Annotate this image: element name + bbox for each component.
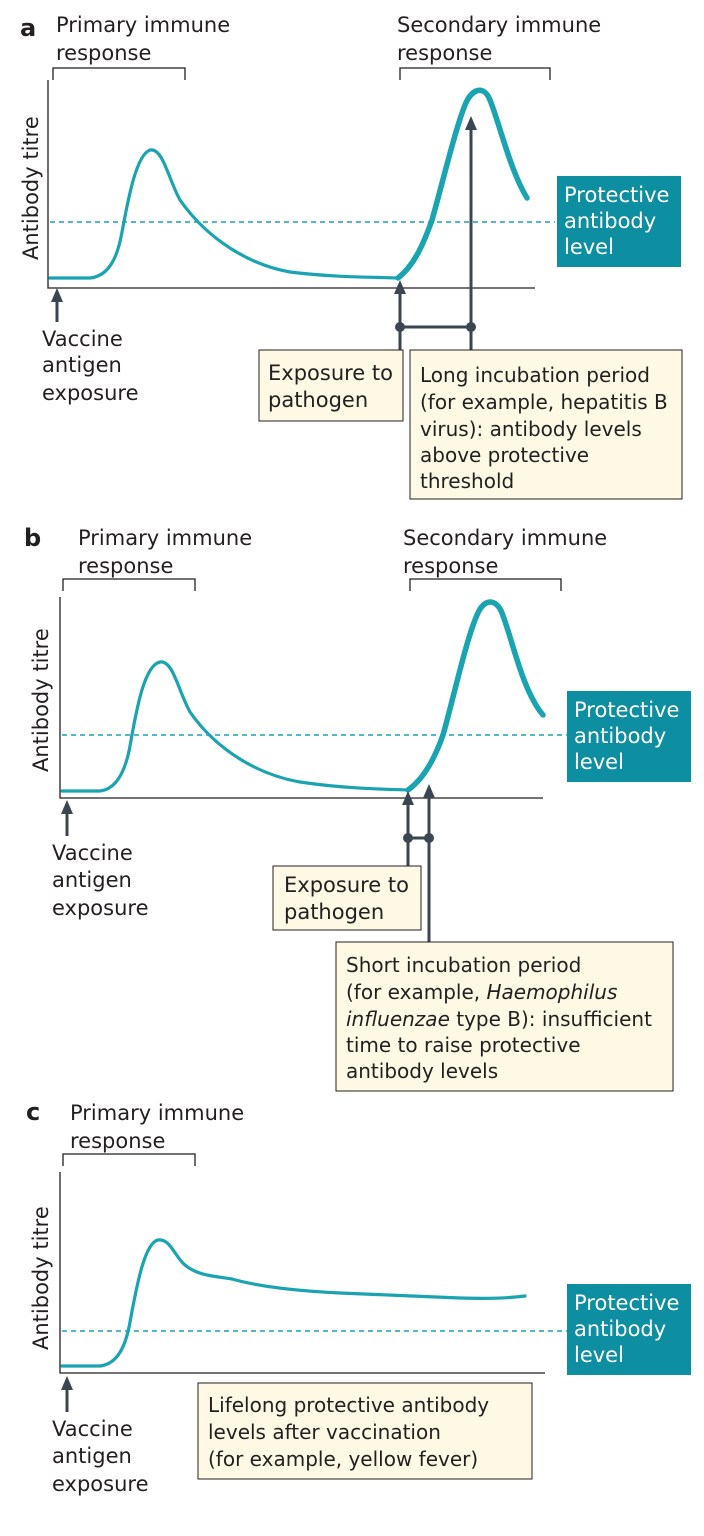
panel-a-protective-line1: Protective xyxy=(564,183,669,207)
panel-c-vaccine-arrowhead xyxy=(61,1376,73,1390)
panel-c-protective-line1: Protective xyxy=(574,1291,679,1315)
panel-b-incubation-box xyxy=(335,941,674,1092)
panel-b-span-dot-left xyxy=(403,833,413,843)
panel-c-lifelong-line1: Lifelong protective antibody xyxy=(208,1393,489,1417)
panel-a-axes xyxy=(47,80,535,289)
panel-a-vaccine-line1: Vaccine xyxy=(42,327,123,351)
panel-b-vaccine-line2: antigen xyxy=(52,868,132,892)
panel-a-secondary-response-line1: Secondary immune xyxy=(397,13,601,37)
panel-a-vaccine-line2: antigen xyxy=(42,353,122,377)
panel-a-span-dot-right xyxy=(466,322,476,332)
panel-b-vaccine-line1: Vaccine xyxy=(52,841,133,865)
panel-a-exposure-line2: pathogen xyxy=(268,388,368,412)
panel-a-vaccine-arrowhead xyxy=(51,288,63,302)
panel-b-incubation-line3: influenzae type B): insufficient xyxy=(346,1007,652,1031)
panel-b-incubation-line2-italic: Haemophilus xyxy=(486,980,617,1004)
panel-a-incubation-box xyxy=(409,349,683,500)
panel-b-incubation-line5: antibody levels xyxy=(346,1059,498,1083)
panel-a-label: a xyxy=(20,14,36,42)
panel-a-ylabel: Antibody titre xyxy=(19,116,43,260)
panel-a-span-dot-left xyxy=(395,322,405,332)
panel-a-secondary-curve xyxy=(395,87,530,281)
panel-a-vaccine-line3: exposure xyxy=(42,381,139,405)
panel-b-secondary-response-line1: Secondary immune xyxy=(403,526,607,550)
panel-b-protective-line3: level xyxy=(574,750,624,774)
panel-c-vaccine-line2: antigen xyxy=(52,1444,132,1468)
panel-b-secondary-bracket xyxy=(409,578,562,591)
panel-b-vaccine-line3: exposure xyxy=(52,896,149,920)
panel-a-protective-box xyxy=(557,176,681,267)
panel-b-incubation-line2: (for example, Haemophilus xyxy=(346,980,617,1004)
panel-a-incubation-line4: above protective xyxy=(420,443,589,467)
panel-b-primary-curve xyxy=(60,660,410,793)
panel-b-axes xyxy=(59,597,543,799)
panel-b-ylabel: Antibody titre xyxy=(29,628,53,772)
panel-a-protective-line3: level xyxy=(564,235,614,259)
panel-c-protective-line2: antibody xyxy=(574,1317,666,1341)
panel-b-secondary-response-line2: response xyxy=(403,554,498,578)
panel-c-primary-response-line2: response xyxy=(70,1129,165,1153)
panel-b-protective-box xyxy=(567,691,691,782)
panel-a-primary-response-line1: Primary immune xyxy=(56,13,230,37)
panel-b-exposure-line1: Exposure to xyxy=(284,873,409,897)
panel-c-primary-bracket xyxy=(62,1153,196,1166)
panel-a-incubation-line2: (for example, hepatitis B xyxy=(420,390,668,414)
panel-a: a Primary immune response Secondary immu… xyxy=(19,13,683,500)
panel-a-exposure-line1: Exposure to xyxy=(268,361,393,385)
panel-b-incubation-line1: Short incubation period xyxy=(346,953,581,977)
panel-a-incubation-line3: virus): antibody levels xyxy=(420,417,642,441)
panel-a-exposure-arrowhead xyxy=(394,280,406,294)
panel-c-ylabel: Antibody titre xyxy=(29,1206,53,1350)
panel-c-protective-line3: level xyxy=(574,1343,624,1367)
panel-b-primary-bracket xyxy=(62,578,196,591)
panel-c-curve xyxy=(60,1238,527,1368)
panel-b-primary-response-line2: response xyxy=(78,554,173,578)
panel-b-incubation-line3-italic: influenzae xyxy=(346,1007,450,1031)
panel-b: b Primary immune response Secondary immu… xyxy=(24,524,691,1092)
panel-c-vaccine-line1: Vaccine xyxy=(52,1417,133,1441)
panel-a-secondary-bracket xyxy=(399,67,551,80)
panel-a-peak-arrowhead xyxy=(465,116,477,130)
panel-a-secondary-response-line2: response xyxy=(397,41,492,65)
panel-c-primary-response-line1: Primary immune xyxy=(70,1101,244,1125)
panel-a-primary-response-line2: response xyxy=(56,41,151,65)
panel-c-protective-box xyxy=(567,1284,691,1375)
panel-b-label: b xyxy=(24,524,41,552)
panel-b-exposure-arrowhead xyxy=(402,791,414,805)
panel-c-lifelong-box xyxy=(197,1382,533,1480)
panel-a-incubation-line1: Long incubation period xyxy=(420,363,650,387)
panel-b-secondary-curve xyxy=(405,599,546,793)
panel-c-lifelong-line2: levels after vaccination xyxy=(208,1420,441,1444)
panel-a-primary-bracket xyxy=(52,67,186,80)
panel-a-incubation-line5: threshold xyxy=(420,469,514,493)
panel-c-axes xyxy=(59,1172,545,1374)
panel-b-exposure-line2: pathogen xyxy=(284,900,384,924)
panel-c-label: c xyxy=(26,1098,40,1126)
panel-b-primary-response-line1: Primary immune xyxy=(78,526,252,550)
panel-b-incubation-line2-prefix: (for example, xyxy=(346,980,486,1004)
panel-b-incubation-line4: time to raise protective xyxy=(346,1033,581,1057)
panel-b-protective-line2: antibody xyxy=(574,724,666,748)
panel-c-vaccine-line3: exposure xyxy=(52,1472,149,1496)
panel-b-short-arrowhead xyxy=(423,784,435,798)
panel-a-protective-line2: antibody xyxy=(564,209,656,233)
panel-a-primary-curve xyxy=(48,148,400,280)
panel-c-lifelong-line3: (for example, yellow fever) xyxy=(208,1447,478,1471)
panel-b-protective-line1: Protective xyxy=(574,698,679,722)
panel-b-span-dot-right xyxy=(424,833,434,843)
panel-b-vaccine-arrowhead xyxy=(61,800,73,814)
panel-b-incubation-line3-suffix: type B): insufficient xyxy=(450,1007,652,1031)
panel-c: c Primary immune response Antibody titre… xyxy=(26,1098,691,1496)
panel-a-exposure-box xyxy=(258,349,404,422)
panel-b-exposure-box xyxy=(272,865,422,931)
